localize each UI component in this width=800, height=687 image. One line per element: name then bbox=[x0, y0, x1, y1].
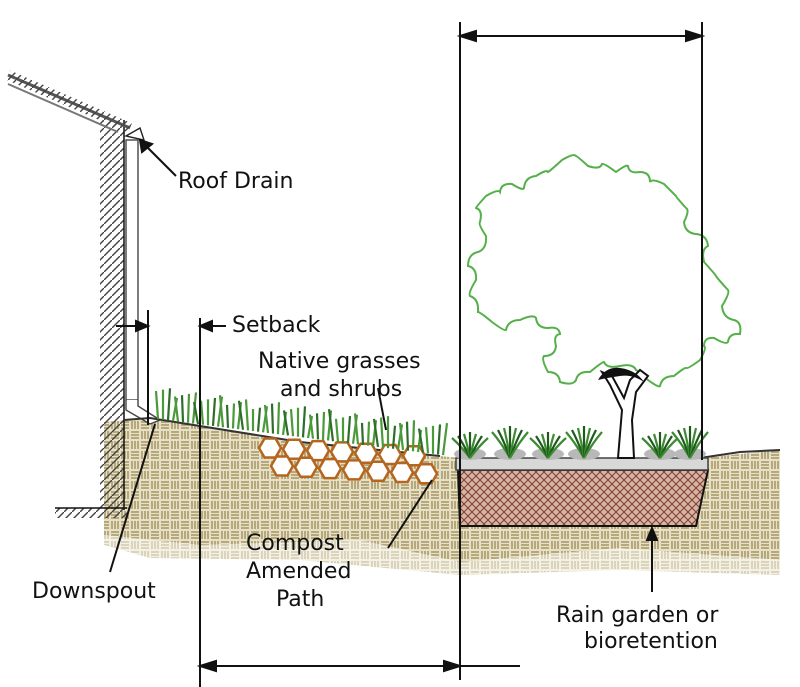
downspout-pipe bbox=[124, 126, 162, 425]
grass-blade bbox=[379, 417, 385, 448]
grass-blade bbox=[225, 404, 230, 428]
grass-blade bbox=[366, 421, 371, 446]
grass-blade bbox=[216, 396, 224, 427]
compost-label-line3: Path bbox=[276, 587, 324, 612]
grass-blade bbox=[306, 415, 314, 439]
native-grasses-label-line1: Native grasses bbox=[258, 349, 421, 374]
grass-blade bbox=[282, 410, 290, 436]
dimension-lines bbox=[109, 22, 703, 687]
plant-leaf bbox=[583, 431, 603, 459]
grass-blade bbox=[244, 399, 250, 431]
plant-leaf bbox=[469, 437, 489, 459]
grass-blade bbox=[154, 390, 160, 420]
compost-hex bbox=[341, 459, 367, 481]
compost-hex bbox=[389, 461, 415, 484]
grass-blade bbox=[321, 411, 326, 440]
grass-blade bbox=[166, 388, 172, 421]
compost-label-line1: Compost bbox=[246, 531, 344, 556]
grass-blade bbox=[398, 422, 405, 451]
grass-blade bbox=[360, 422, 365, 446]
compost-hex bbox=[365, 460, 391, 482]
grass-blade bbox=[353, 413, 360, 445]
compost-hex bbox=[269, 455, 295, 477]
grass-blade bbox=[391, 425, 397, 449]
plant-leaf bbox=[547, 437, 567, 459]
grass-blade bbox=[441, 422, 449, 456]
compost-path bbox=[257, 437, 439, 485]
plant-leaf bbox=[509, 431, 529, 459]
setback-label: Setback bbox=[232, 313, 321, 338]
tree-canopy bbox=[466, 154, 742, 388]
native-grasses-label-line2: and shrubs bbox=[280, 377, 402, 402]
compost-label-line2: Amended bbox=[246, 559, 351, 584]
bioretention-basin bbox=[456, 469, 710, 527]
compost-hex bbox=[257, 437, 283, 459]
compost-hex bbox=[293, 456, 319, 479]
house-wall bbox=[100, 120, 124, 510]
grass-blade bbox=[436, 424, 442, 455]
grass-blade bbox=[276, 402, 281, 435]
grass-blade bbox=[371, 420, 378, 447]
grass-blade bbox=[211, 397, 217, 427]
grass-blade bbox=[199, 400, 205, 425]
grass-blade bbox=[308, 414, 315, 439]
grass-blade bbox=[263, 404, 270, 434]
grass-blade bbox=[186, 393, 191, 423]
grass-blade bbox=[237, 400, 245, 430]
grass-blade bbox=[424, 427, 430, 454]
grass-blade bbox=[236, 402, 243, 430]
tree-trunk bbox=[599, 368, 650, 459]
grass-blade bbox=[171, 397, 179, 422]
tree bbox=[466, 154, 742, 459]
grass-blade bbox=[346, 415, 352, 444]
grass-blade bbox=[256, 407, 262, 432]
grass-blade bbox=[301, 406, 307, 438]
grass-blade bbox=[372, 418, 380, 448]
grass-blade bbox=[416, 429, 423, 453]
grass-blade bbox=[315, 413, 320, 440]
labels: Roof Drain Setback Native grasses and sh… bbox=[32, 169, 719, 654]
native-grasses bbox=[154, 388, 449, 456]
grass-blade bbox=[351, 414, 359, 444]
rain-garden-plants bbox=[451, 426, 709, 460]
grass-blade bbox=[173, 396, 180, 422]
roof bbox=[6, 70, 132, 133]
grass-blade bbox=[326, 410, 333, 441]
plant-leaf bbox=[689, 431, 709, 459]
grass-blade bbox=[192, 401, 200, 425]
grass-blade bbox=[289, 409, 295, 437]
rain-garden-label-line2: bioretention bbox=[584, 629, 718, 654]
grass-blade bbox=[281, 411, 288, 435]
grass-blade bbox=[218, 395, 225, 428]
grass-blade bbox=[270, 403, 275, 434]
grass-blade bbox=[334, 418, 340, 442]
rain-garden-label-line1: Rain garden or bbox=[556, 603, 719, 628]
grass-blade bbox=[405, 421, 410, 451]
grass-blade bbox=[411, 420, 416, 452]
grass-blade bbox=[180, 395, 185, 423]
grass-blade bbox=[261, 406, 269, 433]
roof-drain-label: Roof Drain bbox=[178, 169, 293, 194]
grass-blade bbox=[231, 403, 236, 429]
grass-blade bbox=[417, 428, 425, 453]
plant-leaf bbox=[659, 437, 679, 459]
grass-blade bbox=[327, 409, 335, 442]
compost-hex bbox=[317, 457, 343, 480]
downspout-label: Downspout bbox=[32, 579, 156, 604]
compost-hex bbox=[413, 463, 439, 485]
grass-blade bbox=[396, 424, 404, 450]
